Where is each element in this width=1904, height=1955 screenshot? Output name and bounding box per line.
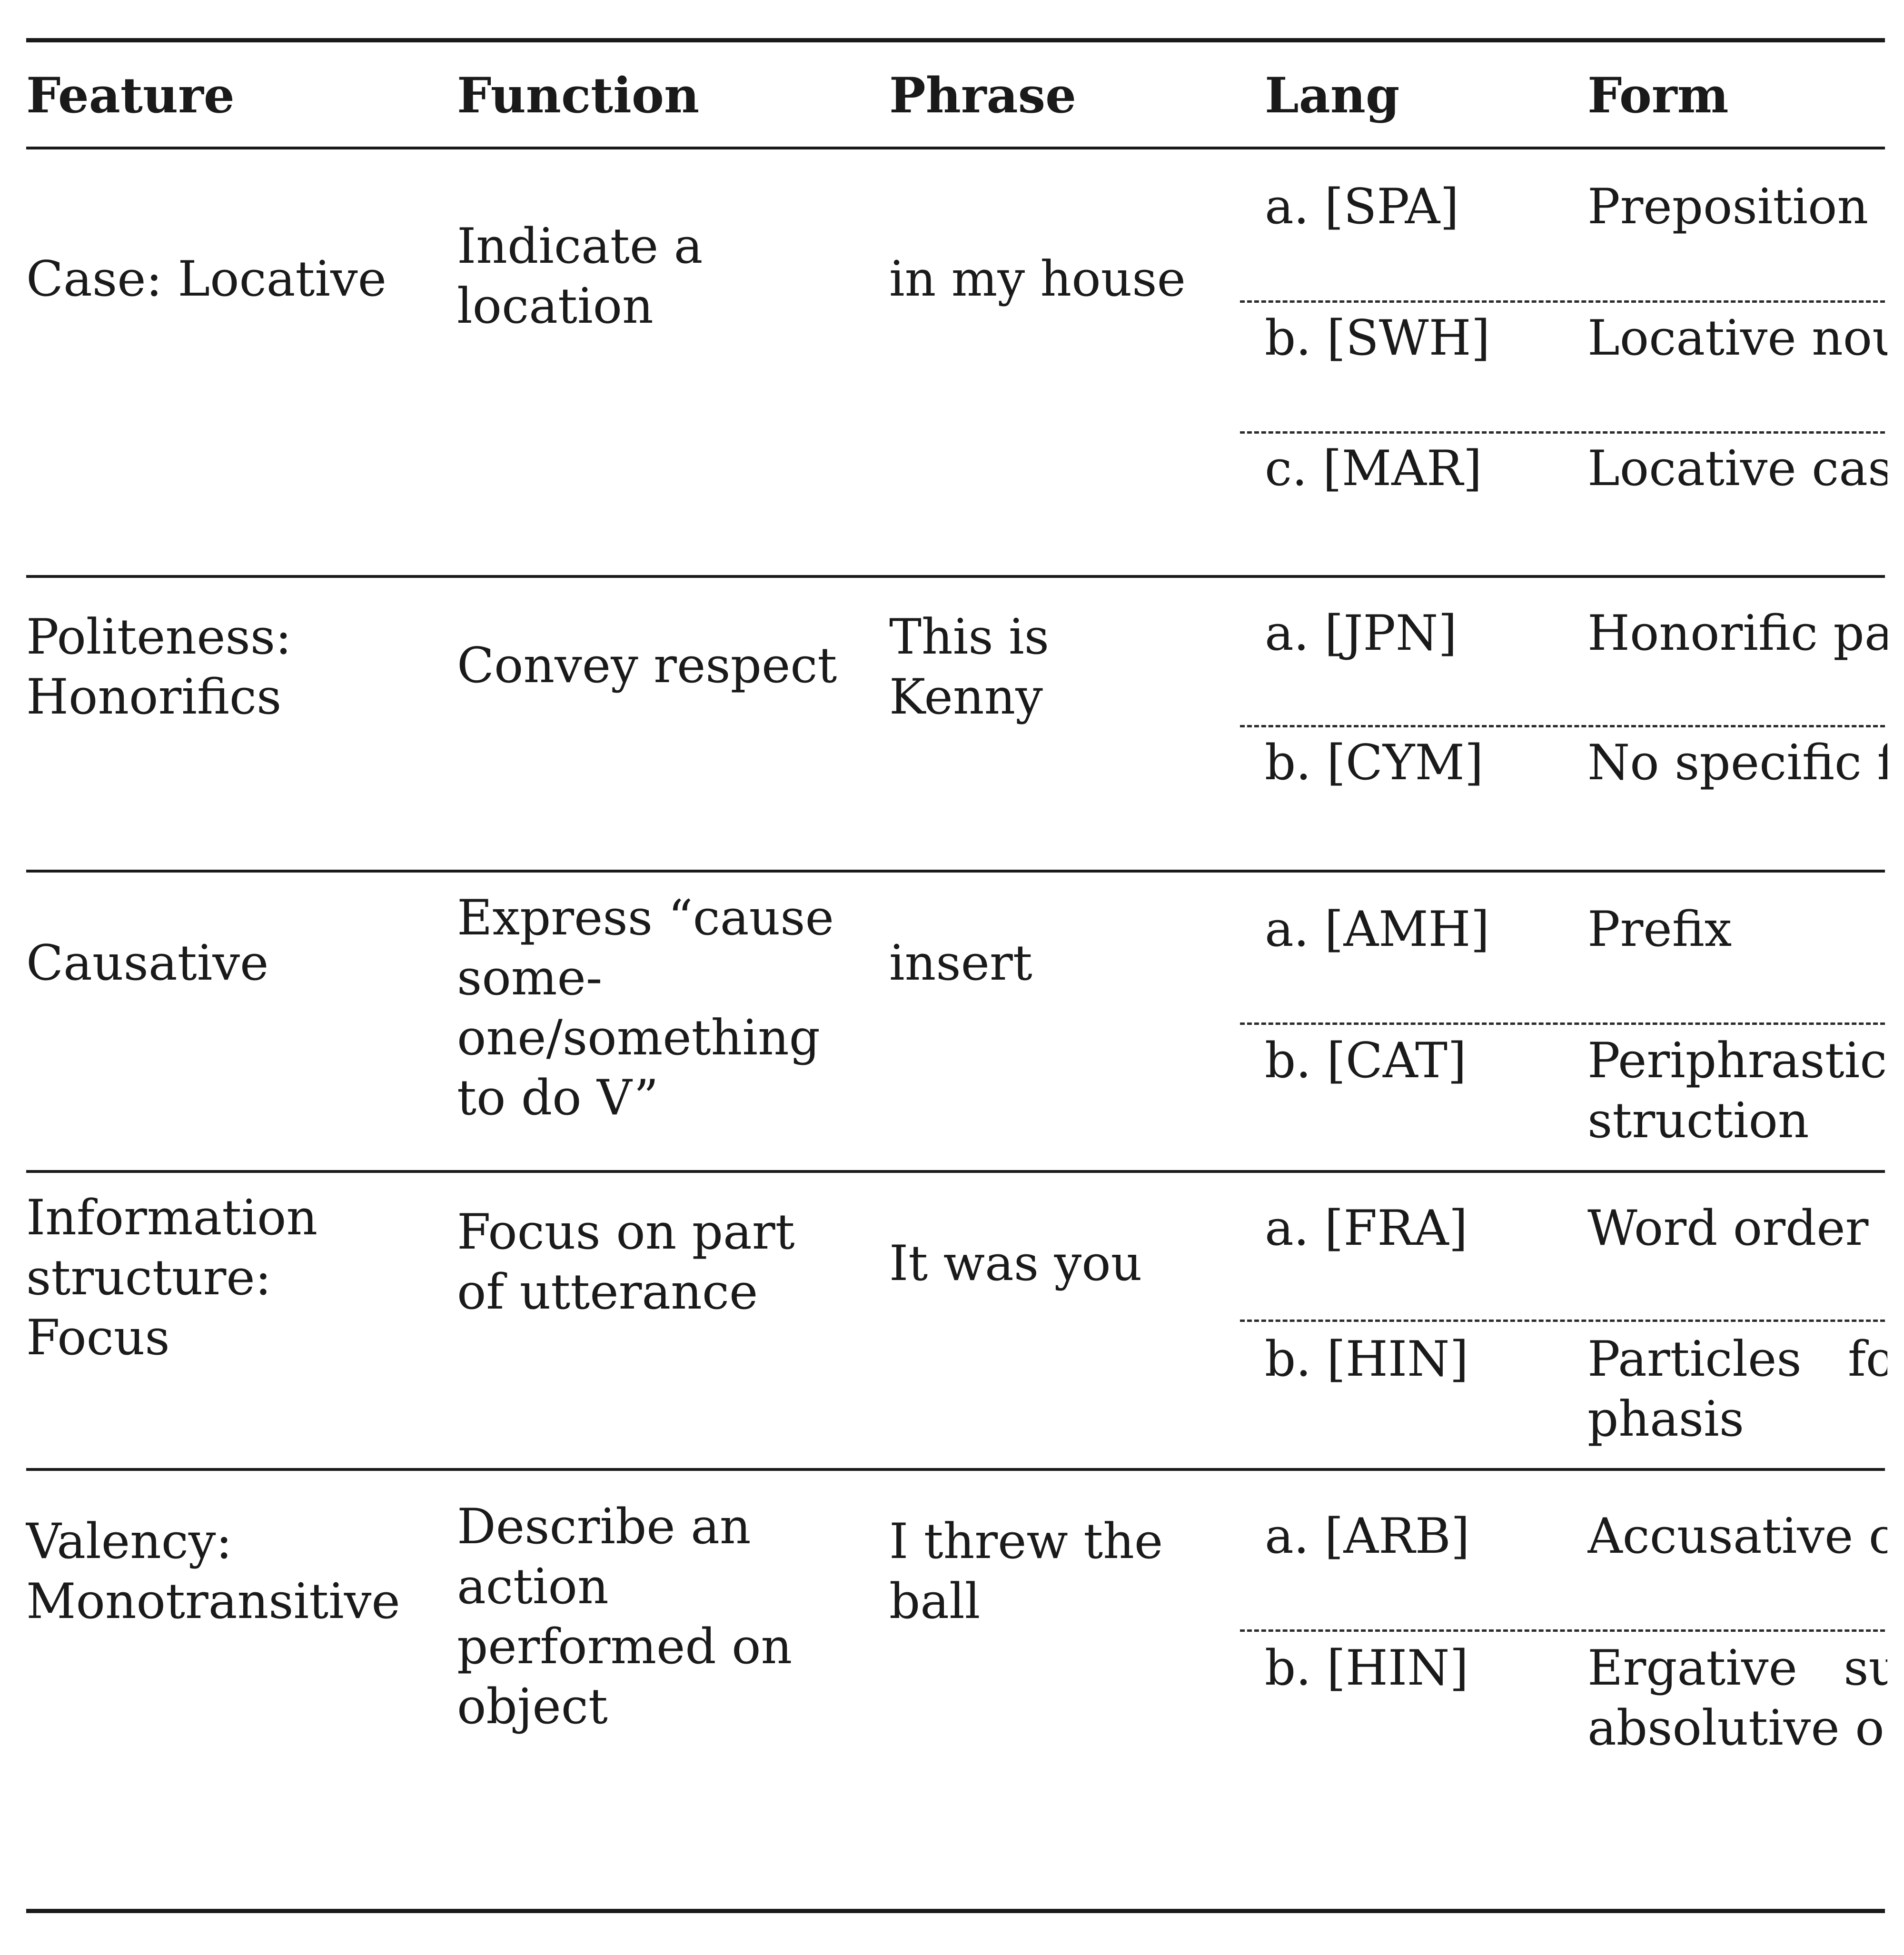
bottom-rule [26,1909,1885,1913]
lang-cell: b. [HIN] [1265,1640,1469,1697]
form-line: phasis [1587,1391,1745,1448]
lang-cell: b. [HIN] [1265,1331,1469,1388]
header-form: Form [1587,67,1729,124]
form-cell: Honorific pa [1587,604,1887,664]
header-function: Function [457,67,700,124]
dashed-separator [1240,1022,1885,1025]
phrase-cell: in my house [889,249,1186,309]
row-separator [26,870,1885,873]
form-cell: Word order [1587,1199,1887,1259]
feature-cell: Valency: Monotransitive [26,1512,400,1632]
feature-line: Case: Locative [26,251,387,308]
header-rule [26,147,1885,149]
function-cell: Indicate a location [457,217,703,337]
header-phrase: Phrase [889,67,1077,124]
lang-cell: a. [JPN] [1265,605,1458,662]
feature-line: Valency: [26,1513,232,1570]
header-feature: Feature [26,67,235,124]
form-cell: No specific f [1587,733,1887,793]
row-separator [26,1170,1885,1173]
row-separator [26,1468,1885,1471]
function-cell: Express “cause some- one/something to do… [457,888,834,1128]
feature-line: Monotransitive [26,1573,400,1630]
function-line: of utterance [457,1264,758,1320]
phrase-line: insert [889,935,1032,992]
form-cell: Ergative su absolutive o [1587,1638,1887,1758]
function-line: object [457,1678,608,1735]
header-lang: Lang [1265,67,1400,124]
function-line: action [457,1558,609,1615]
function-line: Convey respect [457,637,837,694]
phrase-line: It was you [889,1235,1142,1292]
lang-cell: a. [AMH] [1265,901,1490,958]
function-line: one/something [457,1010,820,1066]
function-line: Describe an [457,1499,751,1555]
function-line: to do V” [457,1070,659,1126]
feature-line: Politeness: [26,609,292,665]
function-line: performed on [457,1618,793,1675]
phrase-line: ball [889,1573,981,1630]
form-cell: Particles fo phasis [1587,1330,1887,1449]
dashed-separator [1240,725,1885,727]
form-cell: Locative cas [1587,439,1887,499]
lang-cell: a. [SPA] [1265,179,1459,235]
form-cell: Accusative c [1587,1507,1887,1567]
lang-cell: b. [CYM] [1265,734,1484,791]
form-line: Particles fo [1587,1331,1887,1388]
feature-cell: Case: Locative [26,249,387,309]
function-cell: Focus on part of utterance [457,1202,795,1322]
lang-cell: b. [SWH] [1265,310,1490,367]
phrase-line: Kenny [889,669,1043,725]
form-cell: Periphrastic struction [1587,1031,1887,1151]
function-line: Express “cause [457,890,834,946]
function-cell: Convey respect [457,636,837,696]
lang-cell: c. [MAR] [1265,440,1482,497]
phrase-cell: It was you [889,1234,1142,1294]
form-line: No specific f [1587,734,1887,791]
lang-cell: a. [FRA] [1265,1200,1468,1257]
function-line: Indicate a [457,218,703,275]
function-line: location [457,278,654,335]
lang-cell: b. [CAT] [1265,1032,1467,1089]
phrase-cell: I threw the ball [889,1512,1163,1632]
feature-line: structure: [26,1250,272,1306]
feature-cell: Information structure: Focus [26,1188,317,1368]
form-line: Accusative c [1587,1508,1887,1565]
feature-line: Information [26,1190,318,1246]
top-rule [26,38,1885,42]
form-cell: Preposition [1587,177,1887,237]
form-cell: Prefix [1587,900,1887,960]
form-line: Locative cas [1587,440,1887,497]
dashed-separator [1240,300,1885,303]
form-cell: Locative nou [1587,308,1887,368]
feature-line: Honorifics [26,669,282,725]
form-line: Ergative su [1587,1640,1887,1697]
feature-line: Causative [26,935,269,992]
form-line: Prefix [1587,901,1732,958]
form-line: absolutive o [1587,1700,1884,1757]
form-line: Honorific pa [1587,605,1887,662]
phrase-cell: insert [889,933,1032,993]
dashed-separator [1240,1320,1885,1322]
form-line: Word order [1587,1200,1869,1257]
dashed-separator [1240,431,1885,434]
feature-cell: Politeness: Honorifics [26,607,292,727]
function-cell: Describe an action performed on object [457,1497,792,1737]
form-line: struction [1587,1092,1809,1149]
phrase-cell: This is Kenny [889,607,1049,727]
feature-cell: Causative [26,933,268,993]
phrase-line: I threw the [889,1513,1163,1570]
lang-cell: a. [ARB] [1265,1508,1470,1565]
form-line: Preposition [1587,179,1869,235]
feature-line: Focus [26,1310,170,1366]
phrase-line: This is [889,609,1050,665]
dashed-separator [1240,1629,1885,1632]
function-line: Focus on part [457,1204,795,1260]
phrase-line: in my house [889,251,1186,308]
form-line: Periphrastic [1587,1032,1887,1089]
function-line: some- [457,950,603,1006]
form-line: Locative nou [1587,310,1887,367]
row-separator [26,575,1885,578]
